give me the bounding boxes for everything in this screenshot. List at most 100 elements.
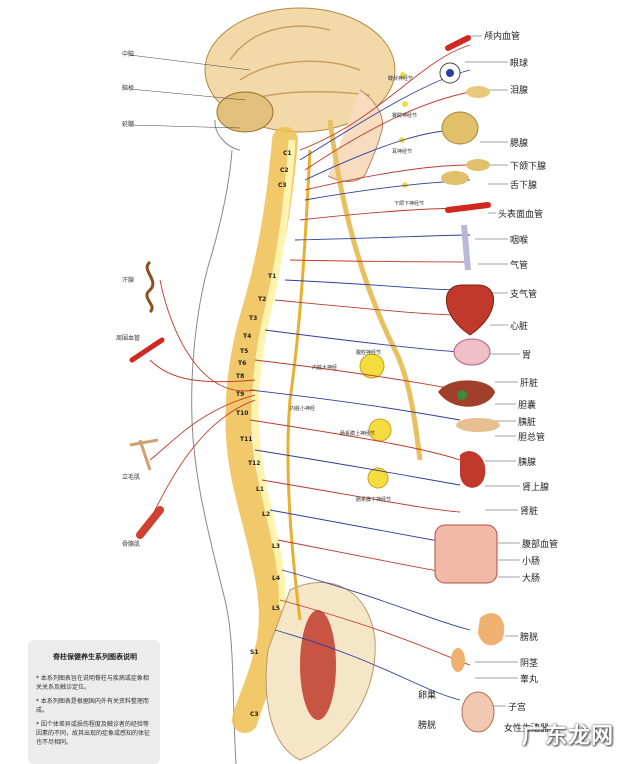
organ-label: 胰脏 bbox=[518, 418, 537, 428]
inferior-mesenteric-ganglion bbox=[367, 467, 389, 489]
structure-label: 脑桥 bbox=[122, 85, 135, 92]
organ-label: 头表面血管 bbox=[498, 210, 544, 220]
notes-item: * 因个体差异或损伤程度及触诊者的经验等因素的不同，故其出现的症象或感知的体征也… bbox=[36, 721, 151, 746]
kidney-icon bbox=[460, 451, 486, 488]
skeletal-muscle-icon bbox=[136, 506, 164, 539]
vertebra-label: C3 bbox=[278, 182, 287, 189]
pterygopalatine-ganglion bbox=[402, 101, 408, 107]
organ-label: 心脏 bbox=[510, 322, 529, 332]
organ-label: 肝脏 bbox=[520, 379, 539, 389]
vertebra-label: T11 bbox=[240, 436, 253, 443]
organ-label: 胃 bbox=[522, 351, 532, 361]
vertebra-label: C3 bbox=[250, 711, 259, 718]
gallbladder-icon bbox=[457, 390, 467, 400]
ganglion-label: 内脏小神经 bbox=[290, 406, 316, 412]
vertebra-label: L5 bbox=[272, 605, 280, 612]
pancreas-icon bbox=[456, 418, 500, 432]
vertebra-label: L4 bbox=[272, 575, 280, 582]
body-outline bbox=[191, 149, 237, 764]
organ-label: 子宫 bbox=[508, 703, 527, 713]
peripheral-vessel-icon bbox=[129, 337, 165, 363]
structure-label: 中脑 bbox=[122, 51, 135, 58]
submandibular-gland-icon bbox=[466, 159, 490, 171]
vertebra-label: C1 bbox=[283, 150, 292, 157]
organ-label: 下颌下腺 bbox=[510, 162, 547, 172]
vertebra-label: T3 bbox=[249, 315, 258, 322]
organ-label: 胆囊 bbox=[518, 401, 537, 411]
back-outline bbox=[214, 119, 241, 151]
vertebra-label: T9 bbox=[236, 391, 245, 398]
organ-label: 眼球 bbox=[510, 59, 529, 69]
organ-label: 膀胱 bbox=[520, 633, 539, 643]
structure-label: 汗腺 bbox=[122, 277, 135, 284]
muscle bbox=[300, 610, 336, 720]
trachea-icon bbox=[461, 224, 471, 271]
ganglion-label: 内脏大神经 bbox=[312, 365, 338, 371]
notes-item: * 本系列图表旨在说明脊柱与疾病或症象相关关系及触诊定位。 bbox=[36, 675, 149, 691]
organ-label: 气管 bbox=[510, 261, 529, 271]
parotid-gland-icon bbox=[441, 111, 479, 145]
notes-title: 脊柱保健养生系列图表说明 bbox=[53, 653, 137, 661]
organ-label: 胆总管 bbox=[518, 433, 546, 443]
ciliary-ganglion bbox=[400, 72, 406, 78]
organ-label: 膀胱 bbox=[418, 721, 437, 731]
notes-panel: 脊柱保健养生系列图表说明 * 本系列图表旨在说明脊柱与疾病或症象相关关系及触诊定… bbox=[28, 640, 160, 764]
vertebra-label: T8 bbox=[236, 373, 245, 380]
submandibular-ganglion bbox=[402, 182, 408, 188]
vertebra-label: L1 bbox=[256, 486, 264, 493]
organ-label: 颅内血管 bbox=[484, 32, 521, 42]
ganglion-label: 肠系膜下神经节 bbox=[356, 497, 392, 503]
cranial-vessel-icon bbox=[445, 35, 471, 51]
organ-label: 肾脏 bbox=[520, 507, 539, 517]
organ-label: 腮腺 bbox=[510, 139, 529, 149]
intestine-icon bbox=[434, 524, 498, 584]
structure-label: 延髓 bbox=[122, 121, 135, 128]
organ-label: 女性生殖器 bbox=[504, 724, 550, 734]
sublingual-gland-icon bbox=[441, 171, 469, 185]
organ-label: 腹部血管 bbox=[522, 540, 559, 550]
heart-icon bbox=[446, 284, 494, 336]
structure-label: 骨骼肌 bbox=[122, 541, 141, 548]
ganglion-label: 腹腔神经节 bbox=[356, 350, 382, 356]
stomach-icon bbox=[453, 338, 491, 366]
spinal-cord bbox=[251, 139, 296, 611]
organ-label: 泪腺 bbox=[510, 86, 529, 96]
organ-label: 小肠 bbox=[522, 557, 541, 567]
ganglion-label: 下颌下神经节 bbox=[394, 201, 425, 207]
ganglion-label: 耳神经节 bbox=[392, 149, 413, 155]
notes-item: * 本系列图表是根据国内外有关资料整理而成。 bbox=[36, 698, 149, 714]
ganglion-label: 翼腭神经节 bbox=[392, 113, 418, 119]
lacrimal-gland-icon bbox=[466, 86, 490, 98]
bladder-icon bbox=[478, 613, 505, 646]
cerebellum bbox=[216, 91, 274, 133]
head-surface-vessel-icon bbox=[445, 202, 491, 213]
organ-label: 卵巢 bbox=[418, 691, 437, 701]
vertebra-label: S1 bbox=[250, 649, 259, 656]
organ-label: 阴茎 bbox=[520, 659, 539, 669]
structure-label: 周围血管 bbox=[116, 335, 141, 342]
vertebra-label: T10 bbox=[236, 410, 249, 417]
organ-label: 咽喉 bbox=[510, 236, 529, 246]
organ-label: 舌下腺 bbox=[510, 181, 538, 191]
vertebra-label: T12 bbox=[248, 460, 261, 467]
organ-label: 大肠 bbox=[522, 574, 541, 584]
celiac-ganglion bbox=[359, 353, 385, 379]
arrector-pili-icon bbox=[129, 438, 159, 471]
vertebra-label: C2 bbox=[280, 167, 289, 174]
structure-label: 立毛肌 bbox=[122, 474, 141, 481]
vertebra-label: T4 bbox=[243, 333, 252, 340]
vertebra-label: T6 bbox=[238, 360, 247, 367]
vertebra-label: T1 bbox=[268, 273, 277, 280]
organ-label: 支气管 bbox=[510, 290, 538, 300]
organ-label: 睾丸 bbox=[520, 675, 539, 685]
uterus-icon bbox=[461, 691, 495, 733]
organ-label: 胰腺 bbox=[518, 458, 537, 468]
organ-label: 肾上腺 bbox=[522, 483, 550, 493]
ganglion-label: 肠系膜上神经节 bbox=[340, 431, 376, 437]
vertebra-label: T5 bbox=[240, 348, 249, 355]
vertebra-label: L3 bbox=[272, 543, 280, 550]
ganglion-label: 睫状神经节 bbox=[388, 76, 414, 82]
watermark: 广东龙网 bbox=[521, 724, 614, 749]
